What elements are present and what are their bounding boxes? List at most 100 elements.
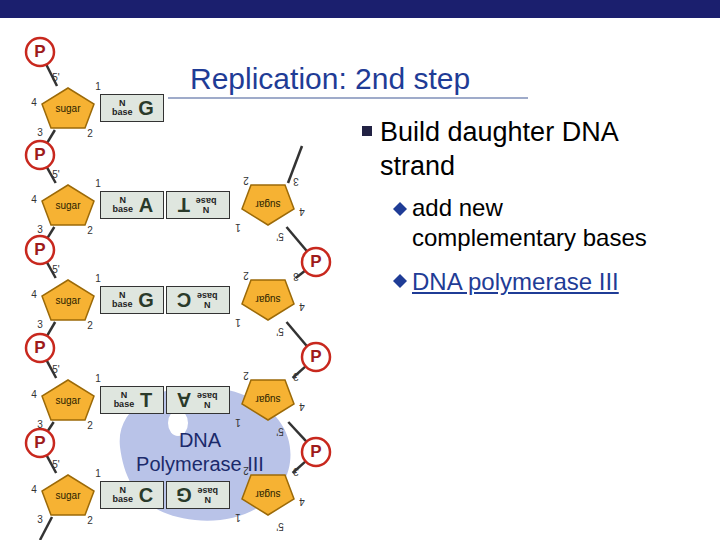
carbon-number: 1 <box>235 222 241 233</box>
base-box: N baseC <box>100 481 164 509</box>
carbon-number: 2 <box>87 225 93 236</box>
base-letter: A <box>177 389 191 412</box>
sugar-pentagon-shape <box>242 280 294 320</box>
carbon-number: 4 <box>31 194 37 205</box>
carbon-number: 5' <box>52 264 59 275</box>
base-box: N baseT <box>100 386 164 414</box>
sugar-label: sugar <box>55 395 80 406</box>
sugar-pentagon: sugar <box>40 278 96 322</box>
carbon-number: 3 <box>293 371 299 382</box>
base-letter: T <box>140 389 152 412</box>
backbone-bond <box>288 422 306 442</box>
backbone-bond <box>287 227 307 251</box>
base-box: N baseG <box>100 94 164 122</box>
carbon-number: 1 <box>95 178 101 189</box>
phosphate-circle: P <box>300 341 332 373</box>
carbon-number: 1 <box>95 468 101 479</box>
carbon-number: 4 <box>299 496 305 507</box>
phosphate-circle: P <box>24 36 56 68</box>
enzyme-label: DNA Polymerase III <box>130 428 270 476</box>
carbon-number: 3 <box>37 224 43 235</box>
carbon-number: 2 <box>87 128 93 139</box>
carbon-number: 2 <box>243 270 249 281</box>
phosphate-circle-shape <box>26 38 54 66</box>
phosphate-label: P <box>34 145 45 165</box>
sugar-pentagon-shape <box>42 380 94 420</box>
title-rule <box>168 97 528 99</box>
sugar-pentagon: sugar <box>240 378 296 422</box>
backbone-bond <box>48 422 54 431</box>
phosphate-label: P <box>34 338 45 358</box>
diamond-bullet <box>393 202 407 216</box>
sugar-pentagon: sugar <box>240 183 296 227</box>
sugar-pentagon: sugar <box>240 278 296 322</box>
carbon-number: 1 <box>95 273 101 284</box>
base-name: N base <box>112 391 136 409</box>
base-letter: G <box>138 289 154 312</box>
base-letter: G <box>176 484 192 507</box>
phosphate-circle-shape <box>26 334 54 362</box>
sugar-label: sugar <box>256 200 281 211</box>
sugar-pentagon: sugar <box>40 86 96 130</box>
base-name: N base <box>196 486 220 504</box>
carbon-number: 4 <box>31 97 37 108</box>
carbon-number: 2 <box>243 175 249 186</box>
carbon-number: 2 <box>87 420 93 431</box>
carbon-number: 5' <box>276 231 283 242</box>
base-name: N base <box>194 196 218 214</box>
carbon-number: 1 <box>235 417 241 428</box>
phosphate-label: P <box>34 240 45 260</box>
phosphate-circle: P <box>24 234 56 266</box>
carbon-number: 5' <box>276 521 283 532</box>
phosphate-label: P <box>310 252 321 272</box>
carbon-number: 4 <box>299 401 305 412</box>
base-box: N baseA <box>166 386 230 414</box>
phosphate-label: P <box>34 42 45 62</box>
base-letter: G <box>138 97 154 120</box>
base-box: N baseG <box>100 286 164 314</box>
carbon-number: 5' <box>52 459 59 470</box>
base-box: N baseA <box>100 191 164 219</box>
carbon-number: 5' <box>276 326 283 337</box>
carbon-number: 3 <box>293 176 299 187</box>
phosphate-circle-shape <box>26 236 54 264</box>
sugar-label: sugar <box>55 200 80 211</box>
carbon-number: 2 <box>87 515 93 526</box>
slide-title: Replication: 2nd step <box>190 62 470 96</box>
backbone-bond <box>47 130 55 143</box>
sugar-pentagon-shape <box>242 185 294 225</box>
base-name: N base <box>111 486 135 504</box>
square-bullet <box>362 126 372 136</box>
base-letter: C <box>177 289 191 312</box>
carbon-number: 3 <box>37 319 43 330</box>
sugar-label: sugar <box>256 395 281 406</box>
sugar-label: sugar <box>55 295 80 306</box>
backbone-bond <box>287 322 307 346</box>
phosphate-label: P <box>310 347 321 367</box>
carbon-number: 2 <box>87 320 93 331</box>
sugar-label: sugar <box>55 103 80 114</box>
carbon-number: 2 <box>243 465 249 476</box>
carbon-number: 3 <box>293 271 299 282</box>
carbon-number: 5' <box>276 426 283 437</box>
base-name: N base <box>110 291 134 309</box>
sugar-pentagon-shape <box>42 88 94 128</box>
carbon-number: 4 <box>299 301 305 312</box>
sugar-pentagon-shape <box>42 280 94 320</box>
base-name: N base <box>195 291 219 309</box>
carbon-number: 3 <box>37 514 43 525</box>
carbon-number: 3 <box>37 419 43 430</box>
sub-bullet-text: DNA polymerase III <box>412 267 712 297</box>
sugar-label: sugar <box>55 490 80 501</box>
phosphate-label: P <box>34 433 45 453</box>
base-box: N baseC <box>166 286 230 314</box>
carbon-number: 5' <box>52 364 59 375</box>
sugar-label: sugar <box>256 295 281 306</box>
phosphate-circle: P <box>24 427 56 459</box>
carbon-number: 3 <box>37 127 43 138</box>
phosphate-circle: P <box>300 246 332 278</box>
sugar-label: sugar <box>256 490 281 501</box>
phosphate-circle: P <box>300 436 332 468</box>
backbone-bond <box>47 227 54 238</box>
